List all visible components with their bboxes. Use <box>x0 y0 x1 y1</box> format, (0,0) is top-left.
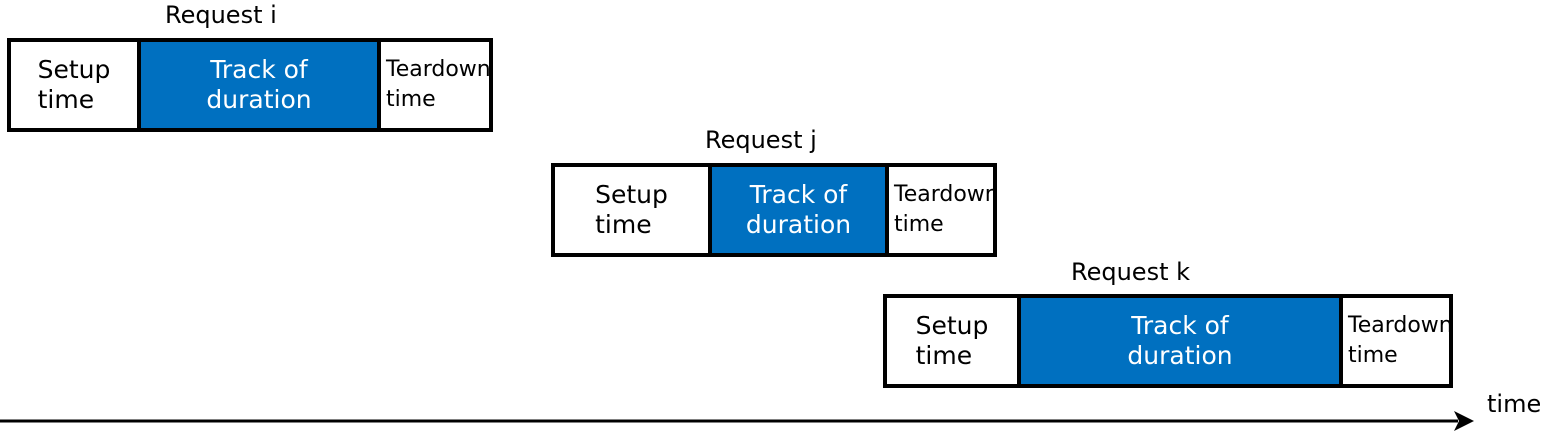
time-axis-arrowhead <box>1454 411 1474 431</box>
request-k-setup: Setup time <box>887 298 1017 384</box>
setup-line-1: Setup <box>595 180 668 209</box>
request-j-label: Request j <box>705 126 817 154</box>
request-k-track: Track of duration <box>1017 298 1339 384</box>
track-line-2: duration <box>745 210 852 239</box>
teardown-line-1: Teardown <box>386 57 489 82</box>
request-j-teardown: Teardown time <box>885 167 993 253</box>
request-j-bar: Setup time Track of duration Teardown ti… <box>551 163 997 257</box>
teardown-line-2: time <box>1348 343 1398 368</box>
teardown-line-2: time <box>894 212 944 237</box>
request-k-label: Request k <box>1071 258 1191 286</box>
request-k-teardown: Teardown time <box>1339 298 1449 384</box>
request-i-teardown: Teardown time <box>377 42 489 128</box>
teardown-line-2: time <box>386 87 436 112</box>
track-line-2: duration <box>206 85 312 114</box>
setup-line-2: time <box>595 210 652 239</box>
track-line-1: Track of <box>1131 311 1229 340</box>
setup-line-1: Setup <box>915 311 989 340</box>
request-j-track: Track of duration <box>708 167 885 253</box>
request-i-setup: Setup time <box>11 42 137 128</box>
teardown-line-1: Teardown <box>1348 313 1449 338</box>
track-line-1: Track of <box>749 180 848 209</box>
setup-line-2: time <box>915 341 973 370</box>
request-i-track: Track of duration <box>137 42 377 128</box>
request-j-setup: Setup time <box>555 167 708 253</box>
track-line-2: duration <box>1127 341 1233 370</box>
time-axis-label: time <box>1487 390 1542 418</box>
request-k-bar: Setup time Track of duration Teardown ti… <box>883 294 1453 388</box>
request-i-label: Request i <box>165 1 277 29</box>
setup-line-1: Setup <box>37 55 111 84</box>
teardown-line-1: Teardown <box>894 182 993 207</box>
request-i-bar: Setup time Track of duration Teardown ti… <box>7 38 493 132</box>
track-line-1: Track of <box>210 55 308 84</box>
setup-line-2: time <box>37 85 95 114</box>
